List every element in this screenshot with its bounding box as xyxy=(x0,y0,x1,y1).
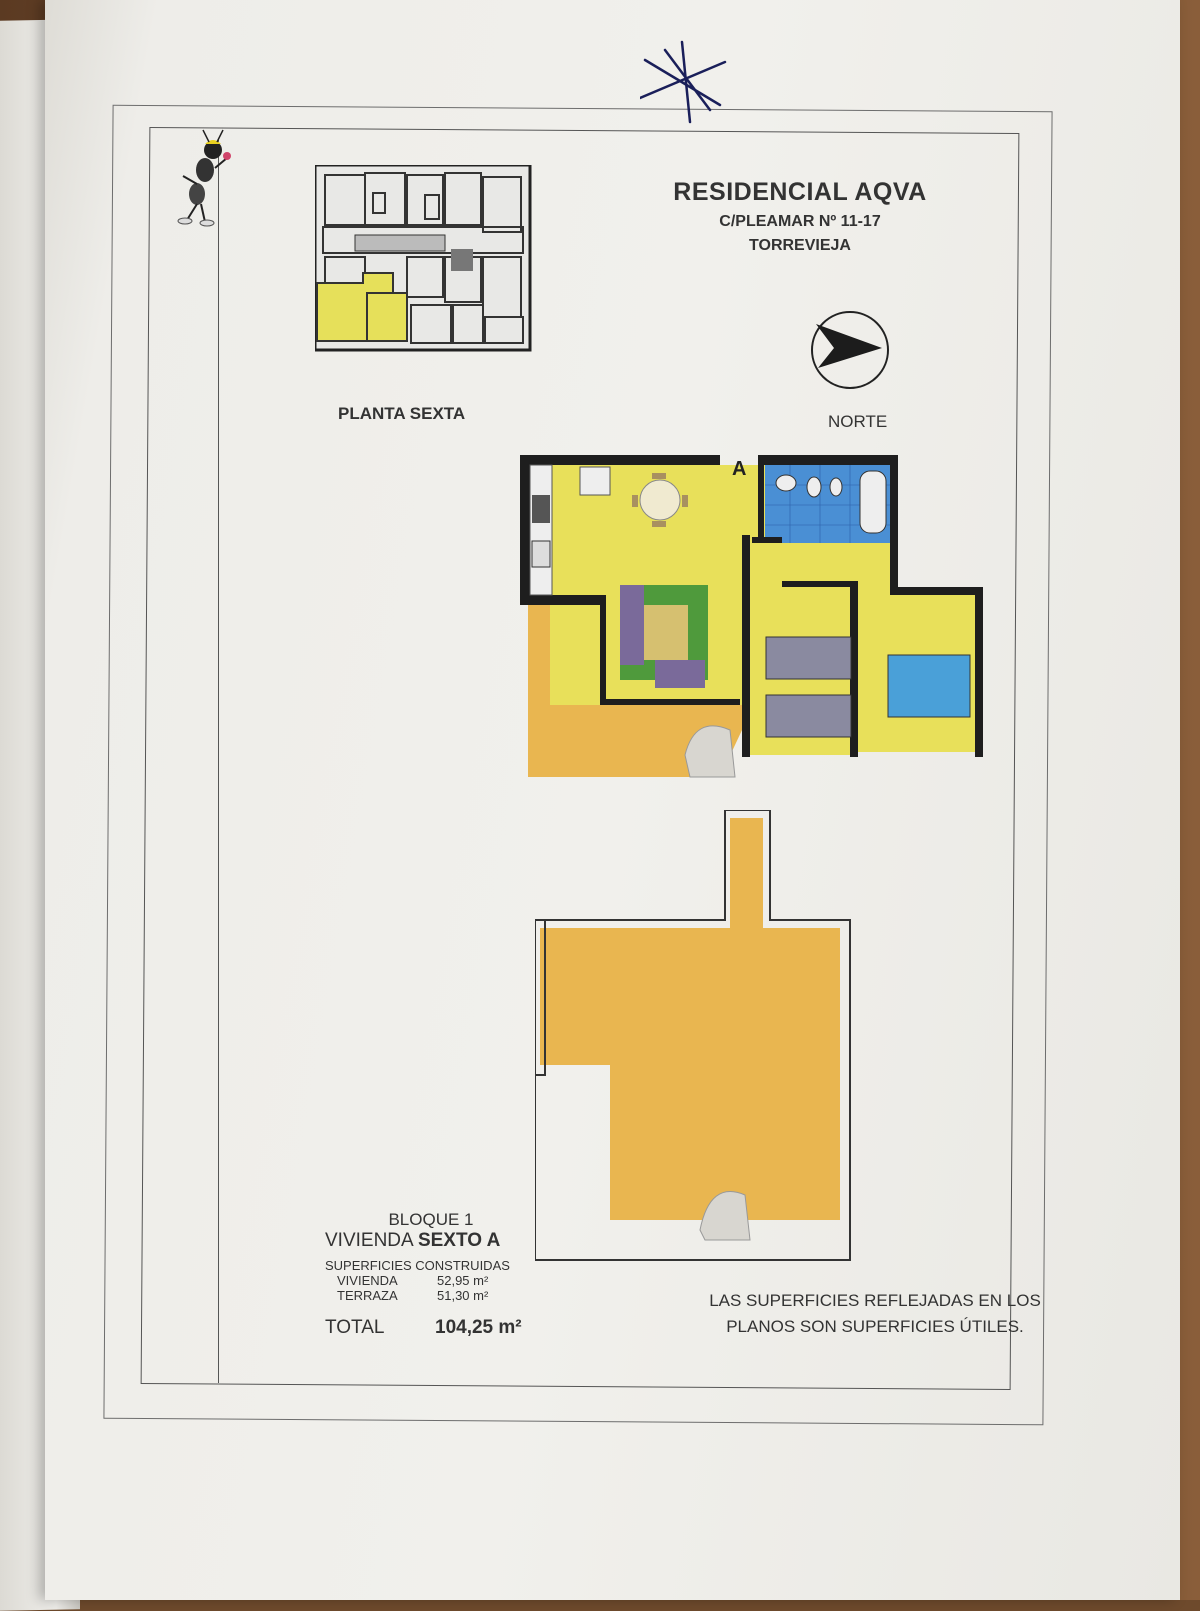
compass-label: NORTE xyxy=(828,412,888,431)
surface-row: TERRAZA 51,30 m² xyxy=(325,1288,515,1303)
surfaces-note: LAS SUPERFICIES REFLEJADAS EN LOS PLANOS… xyxy=(709,1291,1041,1336)
floor-key-plan xyxy=(315,165,532,352)
surfaces-title: SUPERFICIES CONSTRUIDAS xyxy=(325,1258,510,1273)
brochure-page xyxy=(45,0,1180,1600)
unit-letter-label: A xyxy=(732,458,747,480)
apartment-floor-plan xyxy=(520,455,983,778)
unit-title: VIVIENDA SEXTO A xyxy=(325,1230,531,1252)
block-label: BLOQUE 1 xyxy=(388,1210,474,1229)
street-address: C/PLEAMAR Nº 11-17 xyxy=(719,213,881,230)
north-compass-icon xyxy=(811,311,889,389)
total-label: TOTAL xyxy=(325,1317,385,1338)
unit-prefix: VIVIENDA xyxy=(325,1230,413,1251)
surface-row-value: 51,30 m² xyxy=(437,1288,489,1303)
total-value: 104,25 m² xyxy=(435,1317,522,1338)
surface-row: VIVIENDA 52,95 m² xyxy=(325,1273,515,1288)
surface-row-label: TERRAZA xyxy=(337,1288,398,1303)
floor-label: PLANTA SEXTA xyxy=(338,404,466,423)
unit-name: SEXTO A xyxy=(417,1230,501,1251)
ant-mascot-logo xyxy=(177,129,231,227)
development-name: RESIDENCIAL AQVA xyxy=(673,178,927,206)
sidebar-divider xyxy=(218,138,219,1383)
surface-summary: BLOQUE 1 VIVIENDA SEXTO A SUPERFICIES CO… xyxy=(325,1210,531,1339)
roof-terrace-plan xyxy=(535,810,851,1261)
surface-row-value: 52,95 m² xyxy=(437,1273,489,1288)
city-name: TORREVIEJA xyxy=(749,237,851,254)
handwritten-star-mark xyxy=(640,40,727,124)
page-header: RESIDENCIAL AQVA C/PLEAMAR Nº 11-17 TORR… xyxy=(640,178,960,255)
surface-row-label: VIVIENDA xyxy=(337,1273,398,1288)
total-row: TOTAL 104,25 m² xyxy=(325,1317,531,1339)
